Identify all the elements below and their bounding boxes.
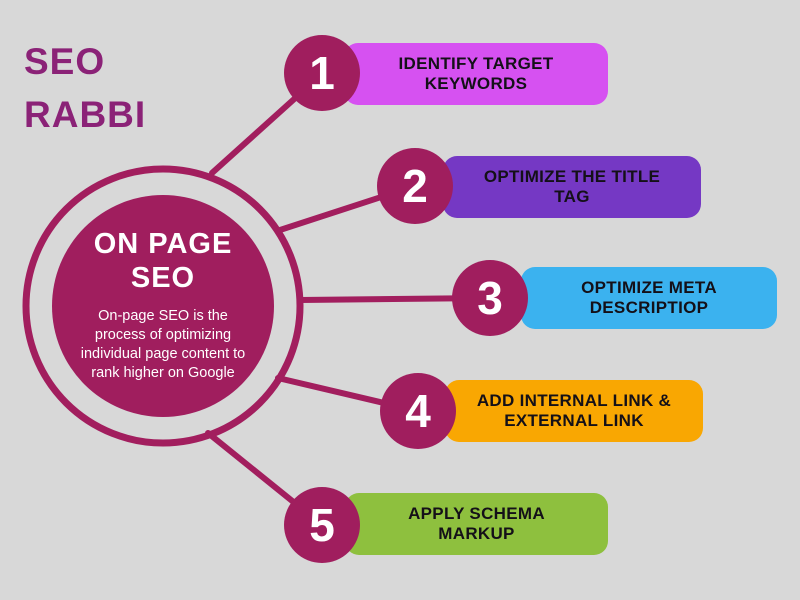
center-outer-ring	[22, 165, 304, 447]
step-1-label-bar: IDENTIFY TARGET KEYWORDS	[344, 43, 608, 105]
step-1-number-badge: 1	[284, 35, 360, 111]
center-description: On-page SEO is the process of optimizing…	[80, 308, 246, 382]
center-topic-circle: ON PAGE SEO On-page SEO is the process o…	[52, 195, 274, 417]
step-1-label: IDENTIFY TARGET KEYWORDS	[398, 53, 554, 93]
step-2-label: OPTIMIZE THE TITLE TAG	[483, 166, 661, 206]
step-2-number-badge: 2	[377, 148, 453, 224]
step-5-label-bar: APPLY SCHEMA MARKUP	[345, 493, 608, 555]
step-3-number-badge: 3	[452, 260, 528, 336]
step-2-label-bar: OPTIMIZE THE TITLE TAG	[443, 156, 701, 218]
brand-logo: SEO RABBI	[24, 41, 147, 135]
step-4-label: ADD INTERNAL LINK & EXTERNAL LINK	[476, 390, 672, 430]
step-4-number-badge: 4	[380, 373, 456, 449]
step-3-label-bar: OPTIMIZE META DESCRIPTIOP	[521, 267, 777, 329]
step-4-label-bar: ADD INTERNAL LINK & EXTERNAL LINK	[445, 380, 703, 442]
center-title: ON PAGE SEO	[93, 228, 233, 294]
step-3-label: OPTIMIZE META DESCRIPTIOP	[581, 277, 717, 317]
step-5-label: APPLY SCHEMA MARKUP	[408, 503, 545, 543]
step-5-number-badge: 5	[284, 487, 360, 563]
